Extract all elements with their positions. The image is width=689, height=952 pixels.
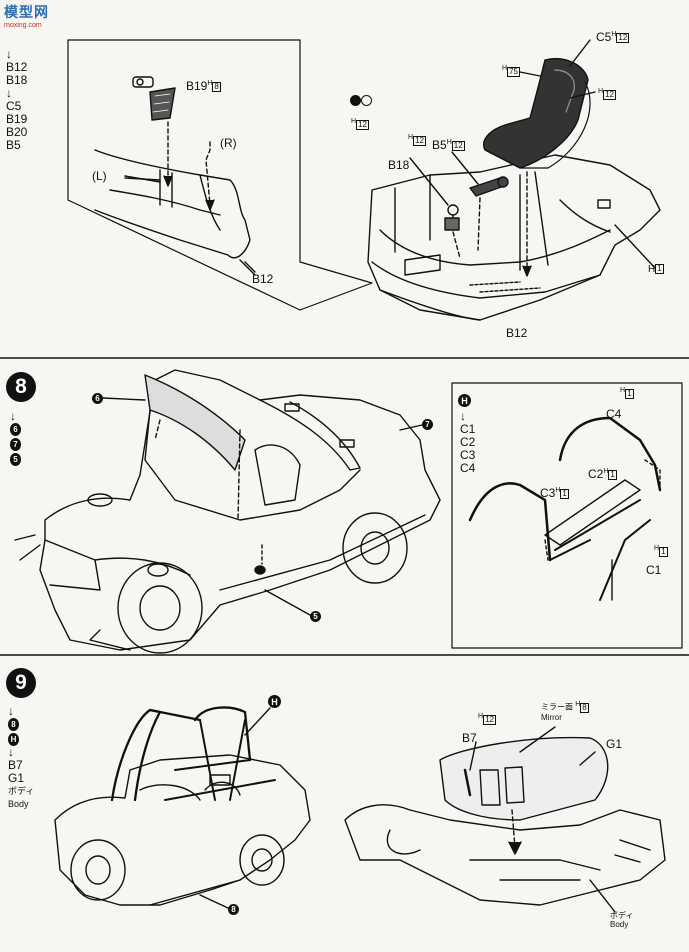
seat-part-c5 bbox=[483, 58, 591, 169]
step9-badge: 9 bbox=[6, 668, 36, 698]
watermark-logo: 模型网 moxing.com bbox=[4, 4, 49, 29]
chassis-tub bbox=[367, 154, 661, 321]
callout-h: H bbox=[268, 695, 281, 708]
step8-car bbox=[14, 369, 441, 654]
label-g1: G1 bbox=[606, 737, 623, 751]
step9-body-shell bbox=[344, 736, 666, 906]
shifter-part-b5 bbox=[469, 176, 509, 197]
inset-frame bbox=[67, 39, 373, 311]
step8-sub-sequence: ↓ C1 C2 C3 C4 bbox=[460, 409, 476, 475]
subassembly-frame bbox=[451, 382, 683, 649]
callout-5: 5 bbox=[310, 611, 321, 622]
label-inset-b12: B12 bbox=[252, 272, 274, 286]
step8-sequence: ↓ 6 7 5 bbox=[10, 410, 21, 466]
subassembly-h-badge: H bbox=[458, 394, 471, 407]
step9-sequence: ↓ 8 H ↓ B7 G1 ボディ Body bbox=[8, 704, 35, 809]
callout-6: 6 bbox=[92, 393, 103, 404]
label-right: (R) bbox=[220, 136, 237, 150]
paint-black-icon bbox=[350, 95, 361, 106]
label-b12: B12 bbox=[506, 326, 528, 340]
step8-badge: 8 bbox=[6, 372, 36, 402]
lever-part-b18 bbox=[444, 204, 460, 231]
roll-cage-parts bbox=[451, 382, 683, 649]
label-body: ボディ Body bbox=[610, 911, 634, 929]
callout-8: 8 bbox=[228, 904, 239, 915]
callout-7: 7 bbox=[422, 419, 433, 430]
label-left: (L) bbox=[92, 169, 107, 183]
step7-sequence: ↓ B12 B18 ↓ C5 B19 B20 B5 bbox=[6, 47, 28, 152]
step9-car bbox=[54, 706, 311, 906]
paint-white-icon bbox=[361, 95, 372, 106]
pedal-part-b19 bbox=[132, 76, 176, 121]
